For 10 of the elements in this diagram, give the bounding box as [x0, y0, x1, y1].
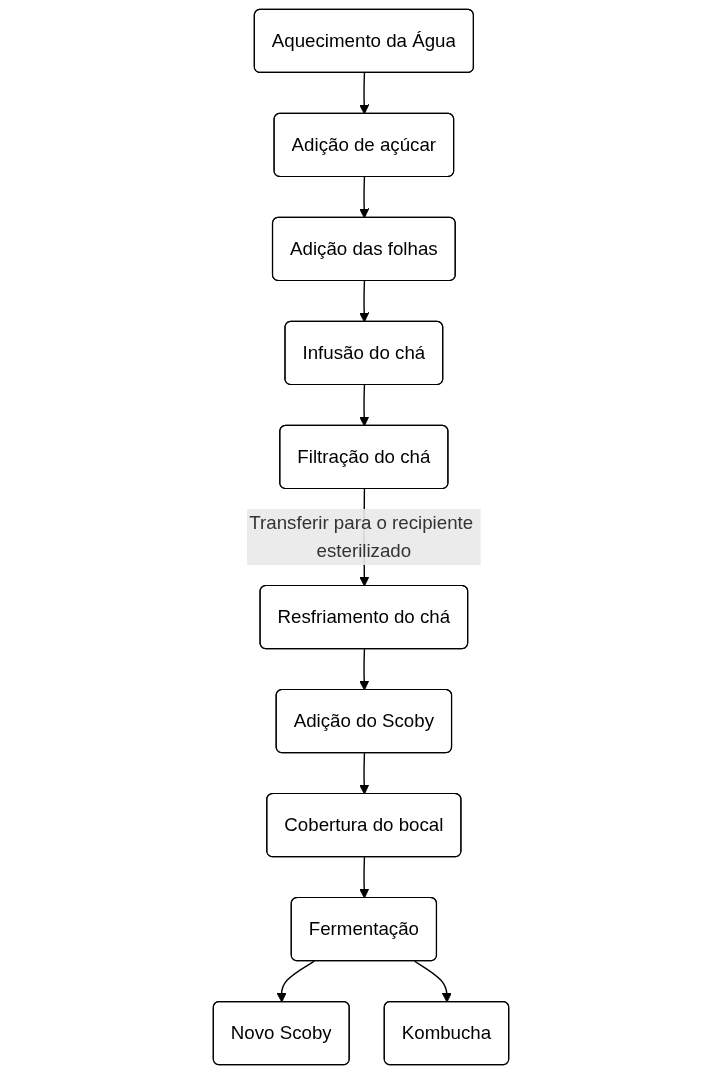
arrow: [359, 384, 370, 427]
arrow: [276, 960, 315, 1003]
arrow: [413, 960, 452, 1003]
arrow: [359, 856, 370, 899]
edge-label: Transferir para o recipiente esterilizado: [249, 512, 474, 561]
arrow: [359, 176, 370, 219]
arrow: [359, 752, 370, 795]
arrow: [359, 72, 370, 115]
arrow: [359, 280, 370, 323]
arrow: [359, 648, 370, 691]
